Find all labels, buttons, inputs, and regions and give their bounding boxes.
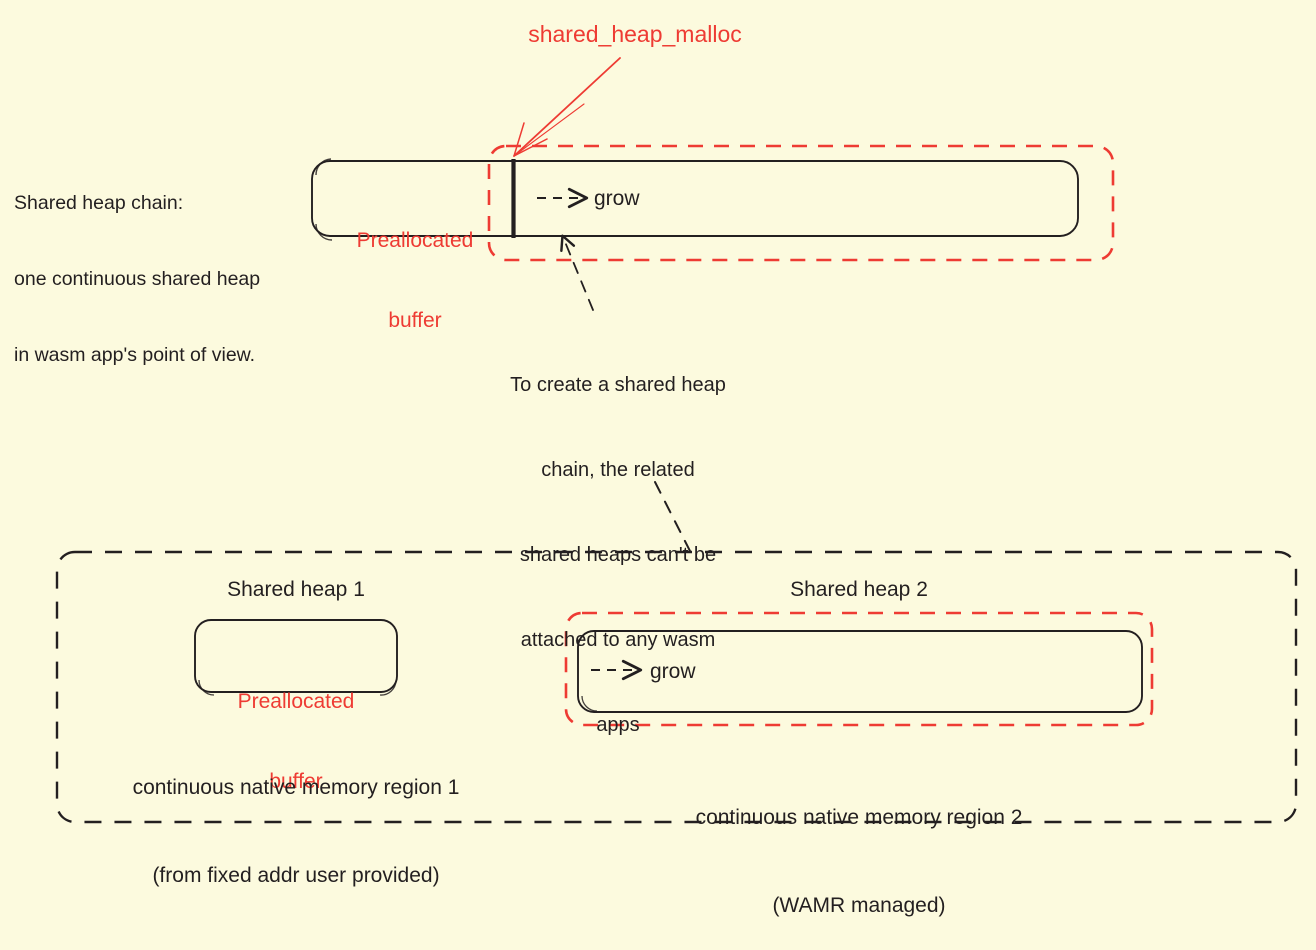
- heap2-caption-line-2: (WAMR managed): [772, 893, 946, 917]
- heap2-grow-label: grow: [650, 660, 696, 683]
- heap1-buffer-label-line-2: buffer: [269, 770, 323, 794]
- shared-heap-chain-note-line-2: one continuous shared heap: [14, 267, 261, 290]
- shared-heap-chain-requirement-note: To create a shared heap chain, the relat…: [468, 314, 768, 768]
- top-preallocated-buffer-label-line-1: Preallocated: [356, 228, 474, 252]
- heap1-caption-line-2: (from fixed addr user provided): [152, 863, 440, 887]
- heap1-caption-line-1: continuous native memory region 1: [132, 775, 460, 799]
- heap1-title: Shared heap 1: [227, 578, 365, 601]
- heap2-title: Shared heap 2: [790, 578, 928, 601]
- shared-heap-malloc-arrow: [513, 57, 621, 157]
- heap1-buffer-label-line-1: Preallocated: [237, 689, 355, 713]
- shared-heap-chain-note-line-1: Shared heap chain:: [14, 191, 184, 214]
- heap1-preallocated-buffer-label: Preallocated buffer: [196, 635, 396, 823]
- shared-heap-malloc-label: shared_heap_malloc: [528, 21, 742, 47]
- heap2-growable-box: [577, 630, 1143, 713]
- top-shared-heap-outline: [311, 158, 1079, 241]
- middle-note-pointer: [560, 234, 594, 311]
- middle-note-to-region-connector: [654, 481, 692, 554]
- diagram-canvas: [55, 57, 1298, 824]
- heap2-caption-line-1: continuous native memory region 2: [695, 805, 1023, 829]
- top-shared-heap-2-dashed-boundary: [487, 144, 1115, 262]
- requirement-note-line-3: shared heaps can't be: [519, 544, 717, 567]
- requirement-note-line-4: attached to any wasm: [520, 629, 716, 652]
- top-grow-label: grow: [594, 187, 640, 210]
- top-preallocated-buffer-label-line-2: buffer: [388, 309, 442, 333]
- top-preallocated-buffer-label: Preallocated buffer: [335, 174, 495, 362]
- heap1-preallocated-buffer-box: [194, 619, 398, 696]
- heap1-caption: continuous native memory region 1 (from …: [96, 714, 496, 920]
- requirement-note-line-5: apps: [596, 714, 640, 737]
- shared-heap-chain-note-line-3: in wasm app's point of view.: [14, 343, 256, 366]
- heap2-dashed-boundary: [564, 611, 1154, 727]
- requirement-note-line-1: To create a shared heap: [510, 373, 726, 396]
- shared-heap-chain-note: Shared heap chain: one continuous shared…: [14, 140, 314, 393]
- heap2-caption: continuous native memory region 2 (WAMR …: [659, 744, 1059, 950]
- requirement-note-line-2: chain, the related: [541, 458, 695, 481]
